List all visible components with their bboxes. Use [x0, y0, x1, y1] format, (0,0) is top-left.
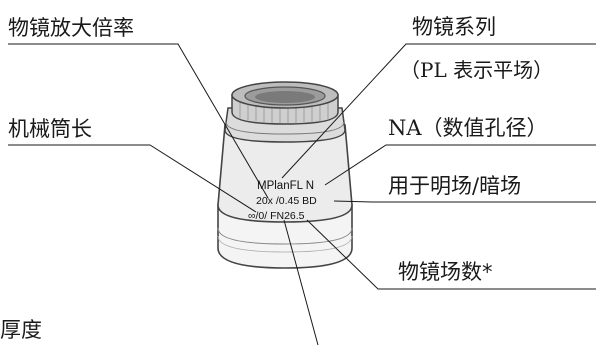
label-tube-length: 机械筒长: [8, 117, 92, 141]
leader-tube-length: [8, 144, 257, 213]
leader-brightfield: [333, 200, 596, 203]
label-series: 物镜系列: [412, 15, 496, 39]
leader-na: [324, 144, 596, 186]
label-series-sub: （PL 表示平场）: [400, 58, 554, 82]
leader-series: [281, 43, 596, 179]
label-cover-thickness: 厚度: [0, 318, 42, 342]
leader-field-number: [306, 219, 596, 290]
label-magnification: 物镜放大倍率: [8, 16, 134, 40]
lens-markings: MPlanFL N 20x /0.45 BD ∞/0/ FN26.5: [248, 180, 317, 222]
objective-lens: [217, 81, 353, 269]
leader-magnification: [8, 43, 269, 199]
lens-marking-series: MPlanFL N: [257, 180, 314, 192]
leader-lines: [8, 43, 596, 345]
label-brightfield: 用于明场/暗场: [388, 174, 522, 198]
leader-cover-thickness: [283, 219, 319, 345]
lens-marking-tube-fn: ∞/0/ FN26.5: [248, 210, 305, 222]
label-na: NA（数值孔径）: [388, 116, 548, 140]
lens-marking-mag-na: 20x /0.45 BD: [256, 195, 317, 207]
label-field-number: 物镜场数*: [398, 260, 493, 284]
